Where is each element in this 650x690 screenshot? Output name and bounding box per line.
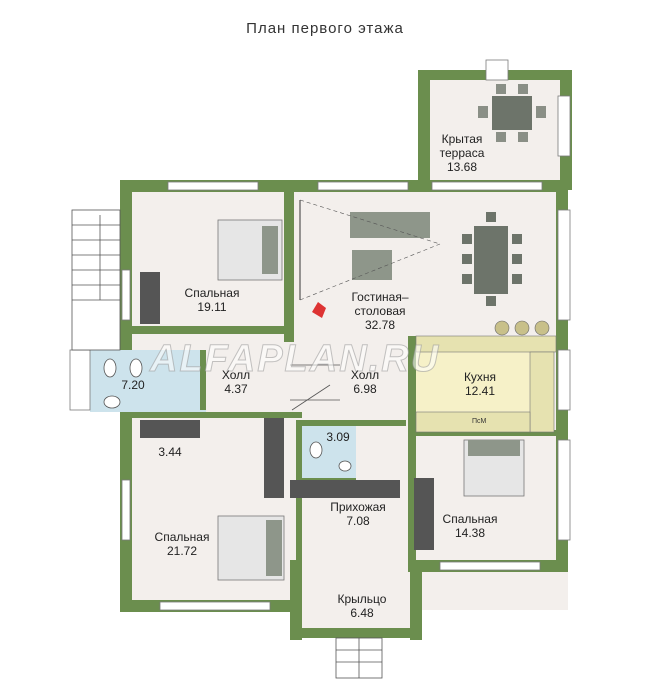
room-name: Крыльцо (337, 592, 387, 606)
room-bedroom-1: Спальная 19.11 (185, 286, 240, 314)
room-name-line: столовая (354, 304, 406, 318)
wardrobes (140, 272, 434, 550)
room-area: 19.11 (197, 300, 227, 314)
room-name: Холл (350, 368, 380, 382)
room-porch: Крыльцо 6.48 (338, 592, 387, 620)
room-area: 7.08 (346, 514, 370, 528)
room-area: 4.37 (224, 382, 248, 396)
room-area: 13.68 (446, 160, 478, 174)
room-name: Спальная (442, 512, 498, 526)
room-bedroom-3: Спальная 21.72 (155, 530, 210, 558)
room-area: 6.48 (350, 606, 374, 620)
inner-stair (290, 364, 340, 411)
room-name: Холл (221, 368, 251, 382)
room-name: Кухня (463, 370, 497, 384)
room-bathroom: 7.20 (121, 378, 144, 392)
room-area: 7.20 (121, 378, 145, 392)
floor-porch (302, 568, 416, 638)
room-name-line: терраса (439, 146, 485, 160)
dining-table (462, 212, 522, 306)
room-entrance: Прихожая 7.08 (330, 500, 386, 528)
watermark: ALFAPLAN.RU (149, 338, 441, 381)
room-bedroom-2: Спальная 14.38 (443, 512, 498, 540)
room-name: Спальная (154, 530, 210, 544)
room-hall-1: Холл 4.37 (222, 368, 250, 396)
terrace-table (478, 84, 546, 142)
room-area: 3.44 (158, 445, 182, 459)
room-name-line: Крытая (441, 132, 483, 146)
porch-stairs (335, 637, 383, 679)
room-name: Спальная (184, 286, 240, 300)
room-area: 3.09 (326, 430, 350, 444)
beds (217, 219, 525, 581)
room-area: 21.72 (166, 544, 198, 558)
room-hall-2: Холл 6.98 (351, 368, 379, 396)
room-area: 14.38 (454, 526, 486, 540)
room-terrace: Крытая терраса 13.68 (440, 132, 485, 174)
room-living-dining: Гостиная– столовая 32.78 (351, 290, 408, 332)
room-closet: 3.44 (158, 445, 181, 459)
room-area: 12.41 (464, 384, 496, 398)
kitchen-counter (415, 320, 557, 433)
room-name: Прихожая (330, 500, 386, 514)
room-wc: 3.09 (326, 430, 349, 444)
plan-title: План первого этажа (246, 20, 404, 37)
room-kitchen: Кухня 12.41 (464, 370, 496, 398)
bath-fixtures (103, 358, 352, 472)
room-area: 6.98 (353, 382, 377, 396)
room-area: 32.78 (364, 318, 396, 332)
appliance-label: ПсМ (472, 418, 487, 425)
side-stairs (71, 209, 121, 351)
living-sofa (299, 199, 441, 318)
windows (69, 59, 571, 611)
room-name-line: Гостиная– (351, 290, 409, 304)
